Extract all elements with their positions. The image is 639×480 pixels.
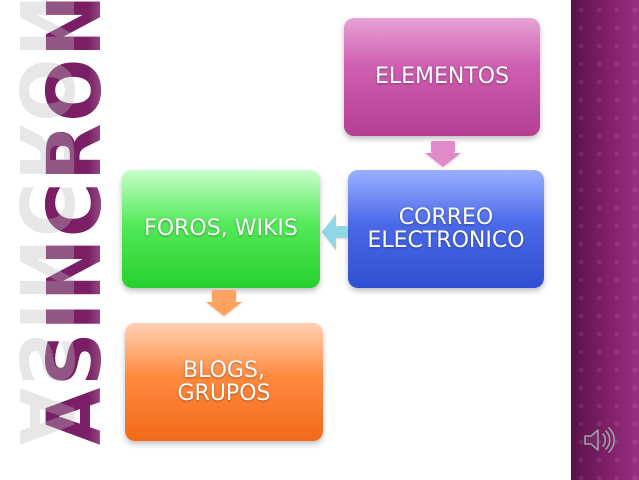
arrow-foros-to-blogs [206, 290, 242, 316]
arrow-correo-to-foros [322, 214, 348, 250]
box-blogs-line-1: BLOGS, [183, 357, 265, 383]
box-correo-label: CORREO ELECTRONICO [367, 206, 524, 252]
right-decorative-strip [571, 0, 639, 480]
box-elementos: ELEMENTOS [344, 18, 540, 136]
arrow-elementos-to-correo [425, 141, 461, 167]
box-correo-line-1: CORREO [398, 204, 494, 230]
box-foros-label: FOROS, WIKIS [144, 216, 298, 242]
box-elementos-label: ELEMENTOS [374, 64, 510, 90]
bottom-spacer [0, 470, 571, 480]
box-blogs-grupos: BLOGS, GRUPOS [125, 323, 323, 441]
box-blogs-line-2: GRUPOS [177, 381, 271, 406]
box-blogs-label: BLOGS, GRUPOS [178, 359, 271, 405]
box-foros-wikis: FOROS, WIKIS [122, 170, 320, 288]
box-correo-electronico: CORREO ELECTRONICO [348, 170, 544, 288]
speaker-icon[interactable] [578, 420, 622, 460]
box-correo-line-2: ELECTRONICO [367, 228, 525, 253]
vertical-title-reflection: ASINCRONI [2, 0, 88, 445]
